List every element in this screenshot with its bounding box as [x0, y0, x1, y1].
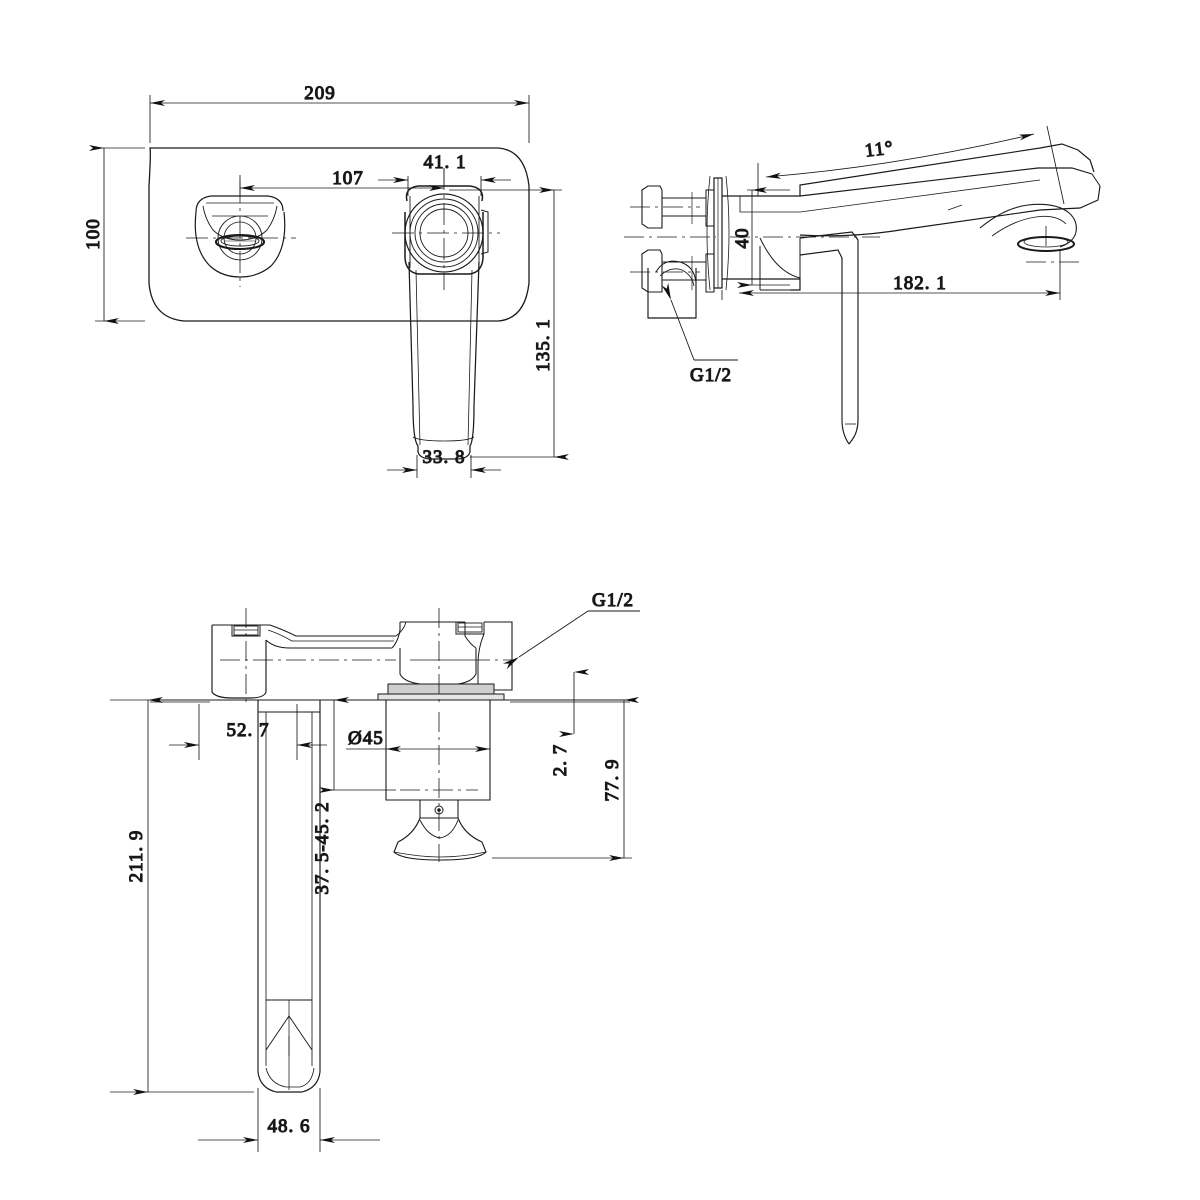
leader-g12-side: [661, 282, 738, 361]
dim-48-6: [198, 1088, 380, 1152]
front-view: 209 100 107 41. 1 135. 1: [82, 82, 569, 478]
dim-11-deg-label: 11°: [864, 137, 895, 161]
dim-135-1-label: 135. 1: [533, 318, 554, 372]
dim-107: [239, 168, 445, 196]
escutcheon-side: [706, 175, 730, 291]
side-centerlines: [624, 206, 1084, 273]
dim-209: [149, 95, 530, 143]
bottom-centerlines: [220, 608, 516, 1060]
dim-48-6-label: 48. 6: [268, 1116, 311, 1137]
faceplate-outline: [148, 147, 530, 322]
dim-135-1: [449, 187, 569, 460]
body-tube-bottom: [211, 621, 513, 701]
spout-drop-bottom: [257, 700, 321, 1093]
dim-dia-45-label: Ø45: [348, 728, 384, 749]
dim-100-label: 100: [83, 218, 104, 250]
dim-52-7-label: 52. 7: [227, 720, 270, 741]
wall-flange: [713, 177, 723, 289]
label-g12-bottom: G1/2: [592, 590, 634, 611]
dim-182-1: [721, 250, 1061, 300]
dim-41-1-label: 41. 1: [424, 152, 467, 173]
dim-211-9-label: 211. 9: [126, 830, 147, 883]
dim-37-5-45-2-label: 37. 5-45. 2: [312, 801, 333, 894]
dim-2-7-label: 2. 7: [550, 744, 571, 777]
dim-33-8-label: 33. 8: [423, 447, 466, 468]
dim-40-label: 40: [732, 228, 753, 249]
dim-40: [737, 187, 790, 288]
dim-37-5-45-2: [319, 697, 396, 793]
lever-centerlines: [186, 181, 296, 287]
leader-g12-bottom: [502, 610, 640, 670]
dim-77-9: [492, 697, 639, 861]
bottom-view: G1/2 52. 7 Ø45 2. 7: [110, 589, 640, 1152]
dim-209-label: 209: [304, 83, 336, 104]
dim-182-1-label: 182. 1: [893, 273, 947, 294]
dim-33-8: [387, 455, 501, 478]
dim-77-9-label: 77. 9: [602, 759, 623, 802]
dim-107-label: 107: [332, 168, 364, 189]
dim-dia-45: [346, 704, 491, 760]
dim-41-1: [378, 176, 511, 196]
label-g12-side: G1/2: [690, 365, 732, 386]
side-view: 11° 40 182. 1 G1/2: [624, 125, 1101, 445]
dim-100: [89, 145, 145, 324]
inlet-body: [641, 185, 715, 319]
dim-211-9: [110, 697, 254, 1095]
